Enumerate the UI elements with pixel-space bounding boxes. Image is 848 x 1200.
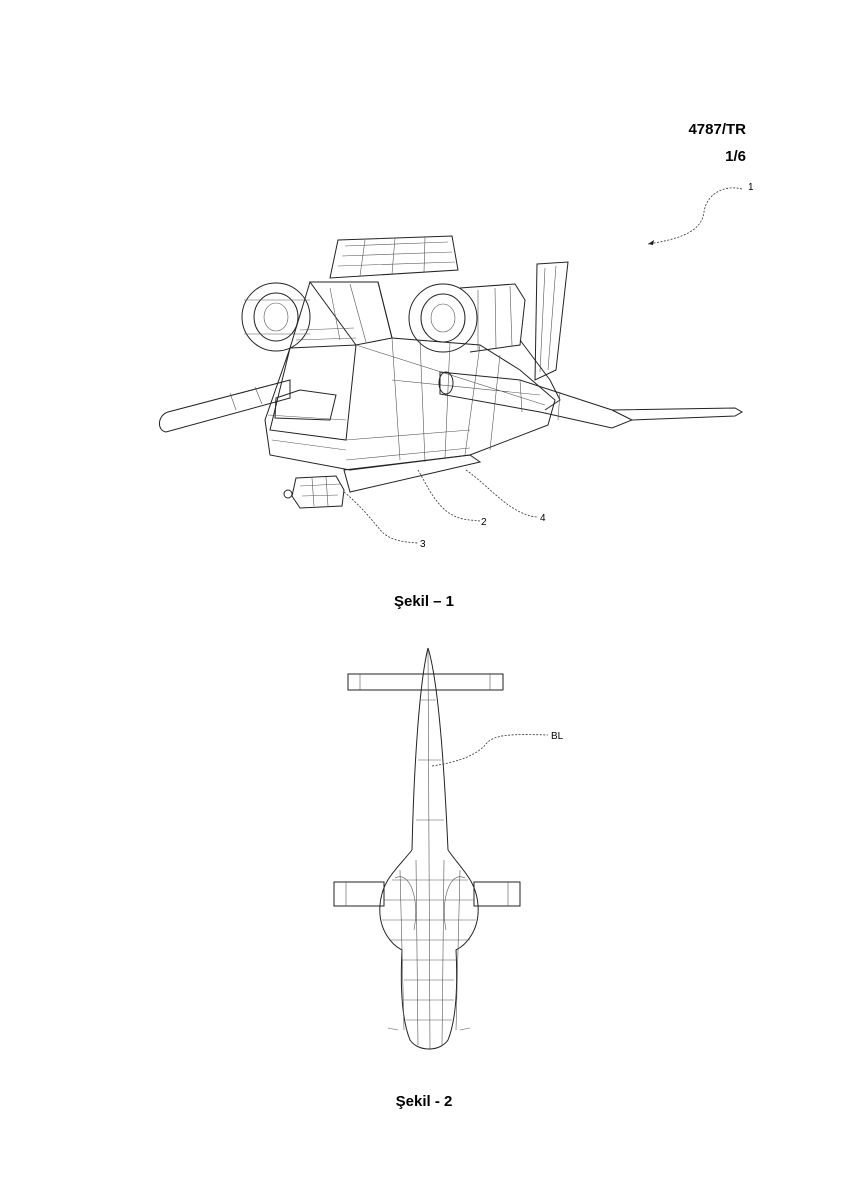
canopy — [269, 344, 357, 441]
underside-skid — [343, 454, 482, 493]
label-1: 1 — [748, 182, 754, 193]
sensor-turret — [291, 475, 345, 509]
tail-boom — [411, 647, 449, 851]
leader-4 — [465, 469, 539, 518]
label-3: 3 — [420, 539, 426, 550]
label-bl: BL — [551, 731, 564, 742]
figure-1-caption: Şekil – 1 — [393, 593, 455, 610]
figure-1-drawing: 1 — [159, 182, 754, 550]
right-stub-wing — [439, 371, 634, 429]
label-2: 2 — [481, 517, 487, 528]
right-engine — [408, 283, 478, 353]
figure-2-caption: Şekil - 2 — [395, 1093, 453, 1110]
leader-3 — [343, 491, 419, 544]
fuselage-top — [379, 849, 479, 1050]
label-4: 4 — [540, 513, 546, 524]
horizontal-stabilizer — [347, 673, 504, 691]
left-engine — [241, 282, 311, 352]
leader-bl — [431, 734, 549, 767]
left-stub-wing — [159, 379, 291, 433]
right-wing-top — [473, 881, 521, 907]
leader-2 — [417, 469, 481, 522]
left-wing-top — [333, 881, 385, 907]
document-id: 4787/TR — [688, 121, 746, 138]
figure-2-drawing: BL — [333, 647, 564, 1051]
top-housing — [329, 235, 459, 279]
leader-1 — [647, 187, 743, 245]
sheet-number: 1/6 — [725, 148, 746, 165]
tail-fin — [534, 261, 569, 381]
